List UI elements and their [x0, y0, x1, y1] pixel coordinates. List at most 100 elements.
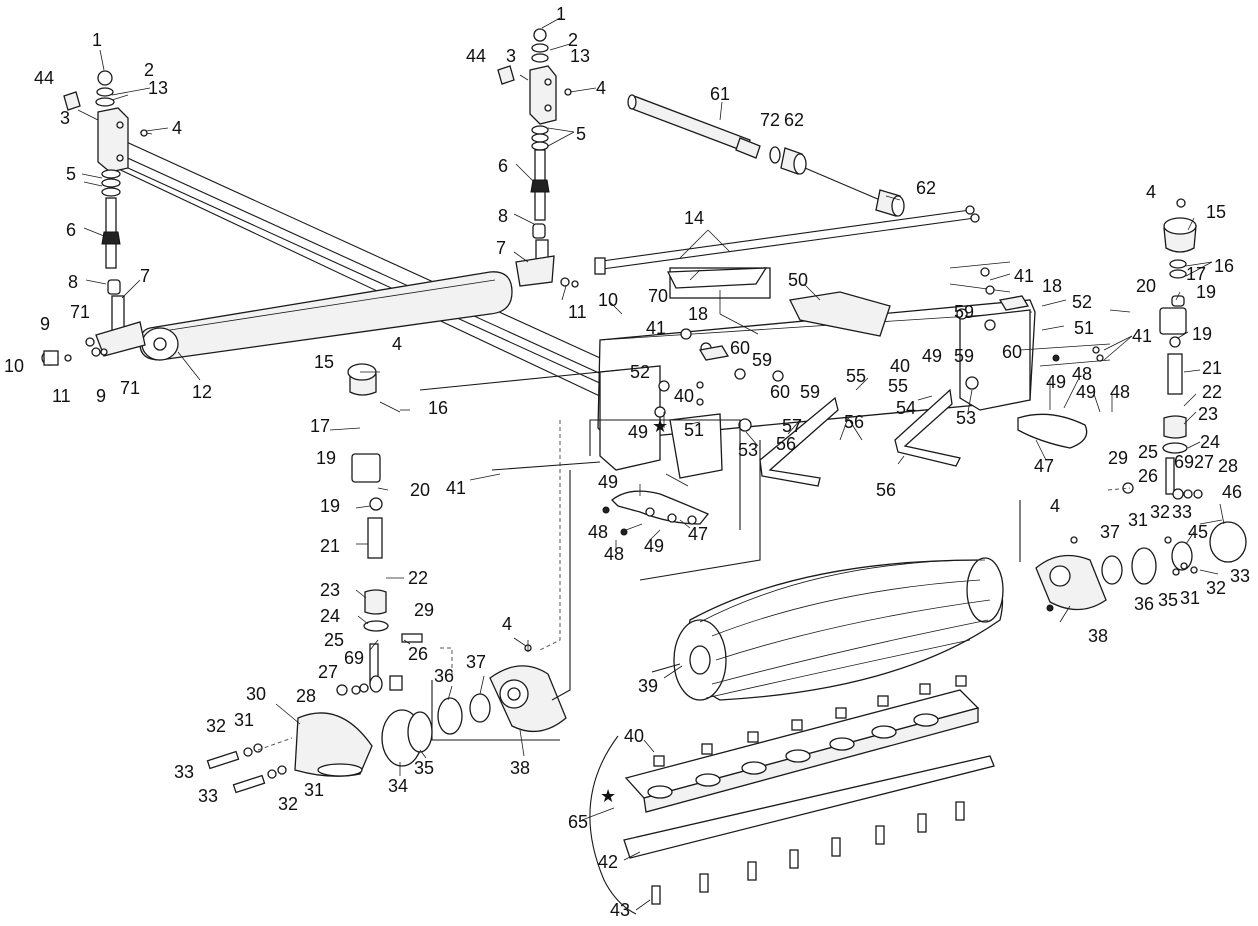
callout-71: 71 [70, 302, 90, 322]
callout-15: 15 [1206, 202, 1226, 222]
callout-65: 65 [568, 812, 588, 832]
callout-40: 40 [674, 386, 694, 406]
drive-shaft [627, 94, 905, 217]
callout-4: 4 [1050, 496, 1060, 516]
callout-41: 41 [1014, 266, 1034, 286]
callout-49: 49 [628, 422, 648, 442]
callout-27: 27 [1194, 452, 1214, 472]
callout-2: 2 [568, 30, 578, 50]
callout-56: 56 [844, 412, 864, 432]
callout-48: 48 [604, 544, 624, 564]
callout-16: 16 [1214, 256, 1234, 276]
callout-22: 22 [408, 568, 428, 588]
callout-4: 4 [502, 614, 512, 634]
callout-59: 59 [752, 350, 772, 370]
callout-43: 43 [610, 900, 630, 920]
star-marker: ★ [652, 416, 668, 436]
callout-4: 4 [392, 334, 402, 354]
callout-31: 31 [1128, 510, 1148, 530]
callout-9: 9 [96, 386, 106, 406]
callout-54: 54 [896, 398, 916, 418]
callout-62: 62 [784, 110, 804, 130]
callout-19: 19 [316, 448, 336, 468]
callout-56: 56 [876, 480, 896, 500]
callout-60: 60 [770, 382, 790, 402]
callout-31: 31 [304, 780, 324, 800]
callout-13: 13 [148, 78, 168, 98]
callout-32: 32 [278, 794, 298, 814]
callout-33: 33 [1172, 502, 1192, 522]
callout-18: 18 [688, 304, 708, 324]
callout-31: 31 [1180, 588, 1200, 608]
callout-55: 55 [846, 366, 866, 386]
callout-27: 27 [318, 662, 338, 682]
callout-33: 33 [174, 762, 194, 782]
callout-31: 31 [234, 710, 254, 730]
callout-23: 23 [1198, 404, 1218, 424]
callout-62: 62 [916, 178, 936, 198]
callout-60: 60 [730, 338, 750, 358]
callout-71: 71 [120, 378, 140, 398]
callout-23: 23 [320, 580, 340, 600]
callout-2: 2 [144, 60, 154, 80]
callout-32: 32 [206, 716, 226, 736]
callout-49: 49 [1076, 382, 1096, 402]
callout-56: 56 [776, 434, 796, 454]
callout-49: 49 [1046, 372, 1066, 392]
callout-32: 32 [1150, 502, 1170, 522]
callout-41: 41 [446, 478, 466, 498]
callout-13: 13 [570, 46, 590, 66]
callout-4: 4 [1146, 182, 1156, 202]
callout-39: 39 [638, 676, 658, 696]
callout-3: 3 [60, 108, 70, 128]
callout-20: 20 [1136, 276, 1156, 296]
callout-52: 52 [630, 362, 650, 382]
decal-70 [666, 267, 768, 289]
callout-37: 37 [1100, 522, 1120, 542]
callout-28: 28 [1218, 456, 1238, 476]
callout-46: 46 [1222, 482, 1242, 502]
callout-40: 40 [624, 726, 644, 746]
left-end-cap [206, 693, 491, 794]
callout-21: 21 [1202, 358, 1222, 378]
callout-45: 45 [1188, 522, 1208, 542]
callout-53: 53 [738, 440, 758, 460]
callout-20: 20 [410, 480, 430, 500]
callout-12: 12 [192, 382, 212, 402]
callout-19: 19 [1196, 282, 1216, 302]
callout-1: 1 [556, 4, 566, 24]
callout-60: 60 [1002, 342, 1022, 362]
callout-14: 14 [684, 208, 704, 228]
callout-25: 25 [1138, 442, 1158, 462]
callout-15: 15 [314, 352, 334, 372]
front-roller [139, 271, 513, 361]
callout-47: 47 [688, 524, 708, 544]
callout-35: 35 [414, 758, 434, 778]
callout-49: 49 [644, 536, 664, 556]
callout-41: 41 [646, 318, 666, 338]
callout-25: 25 [324, 630, 344, 650]
callout-33: 33 [1230, 566, 1250, 586]
callout-38: 38 [510, 758, 530, 778]
callout-17: 17 [310, 416, 330, 436]
callout-26: 26 [408, 644, 428, 664]
callout-29: 29 [1108, 448, 1128, 468]
callout-34: 34 [388, 776, 408, 796]
callout-4: 4 [172, 118, 182, 138]
callout-11: 11 [52, 386, 71, 406]
callout-3: 3 [506, 46, 516, 66]
callout-50: 50 [788, 270, 808, 290]
callout-59: 59 [954, 346, 974, 366]
bedknife-assembly [589, 675, 995, 915]
callout-47: 47 [1034, 456, 1054, 476]
callout-38: 38 [1088, 626, 1108, 646]
callout-42: 42 [598, 852, 618, 872]
callout-29: 29 [414, 600, 434, 620]
callout-70: 70 [648, 286, 668, 306]
callout-44: 44 [34, 68, 54, 88]
roller-axle-lines [109, 139, 649, 416]
callout-36: 36 [1134, 594, 1154, 614]
callout-61: 61 [710, 84, 730, 104]
callout-41: 41 [1132, 326, 1152, 346]
callout-10: 10 [598, 290, 618, 310]
